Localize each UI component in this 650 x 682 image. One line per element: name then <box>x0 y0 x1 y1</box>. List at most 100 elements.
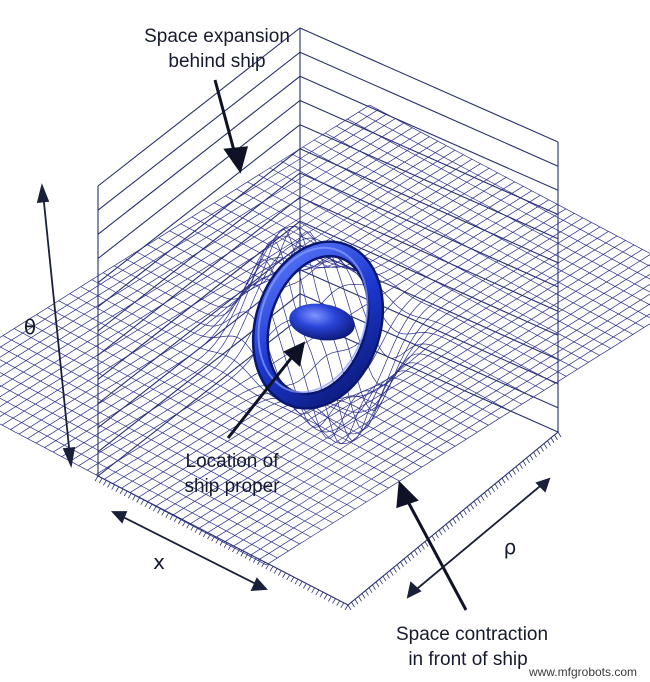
tick-front-left <box>232 546 236 553</box>
arrow-expansion-head <box>223 146 249 174</box>
mesh-line-rho <box>240 293 650 552</box>
warp-ship-icon <box>251 240 385 410</box>
tick-front-right <box>519 463 523 469</box>
mesh-line-rho <box>138 217 583 498</box>
mesh-line-x <box>280 160 622 342</box>
tick-front-left <box>286 574 291 581</box>
tick-front-right <box>438 529 443 536</box>
tick-front-right <box>358 596 362 602</box>
tick-front-right <box>466 506 471 513</box>
mesh-line-x <box>325 132 650 306</box>
tick-front-right <box>550 437 555 443</box>
tick-front-left <box>111 484 116 490</box>
tick-front-left <box>123 490 128 497</box>
mesh-line-x <box>291 153 634 335</box>
tick-front-left <box>273 568 278 574</box>
tick-front-left <box>269 566 274 572</box>
tick-front-right <box>354 599 359 605</box>
wall-grid-line <box>97 293 559 453</box>
tick-front-right <box>452 518 457 524</box>
mesh-line-x <box>369 104 650 254</box>
tick-front-right <box>529 454 534 461</box>
mesh-line-rho <box>172 235 618 516</box>
tick-front-left <box>307 585 311 591</box>
tick-front-right <box>396 564 401 570</box>
mesh-line-rho <box>104 199 549 480</box>
contraction-label-line2: in front of ship <box>408 649 527 670</box>
ship-label-line1: Location of <box>186 451 280 472</box>
tick-front-left <box>140 499 145 505</box>
tick-front-right <box>393 567 397 573</box>
warp-ring-highlight <box>254 242 382 408</box>
mesh-line-x <box>225 195 567 377</box>
arrow-ship-head <box>283 341 306 367</box>
mesh-line-x <box>336 125 650 293</box>
tick-front-left <box>144 501 149 508</box>
warp-ring-shine <box>257 246 369 394</box>
x-axis-line <box>116 513 263 588</box>
annotation-arrows <box>213 79 468 611</box>
mesh-line-rho <box>197 249 643 530</box>
mesh-line-x <box>236 188 578 370</box>
tick-front-right <box>508 472 513 478</box>
tick-front-left <box>127 492 132 499</box>
ship-body <box>289 303 355 341</box>
tick-front-left <box>157 508 161 514</box>
tick-front-right <box>365 590 369 596</box>
tick-front-right <box>505 475 509 481</box>
tick-front-left <box>290 576 295 583</box>
tick-front-right <box>491 486 495 492</box>
mesh-line-x <box>258 174 600 356</box>
tick-front-right <box>379 578 383 585</box>
tick-front-left <box>98 477 103 484</box>
tick-front-right <box>431 535 436 542</box>
theta-axis-head-top <box>36 183 50 204</box>
tick-front-left <box>302 583 307 589</box>
mesh-line-rho <box>206 254 650 534</box>
tick-front-right <box>386 573 390 579</box>
tick-front-left <box>332 598 336 604</box>
tick-front-left <box>282 572 286 578</box>
tick-front-right <box>473 500 478 507</box>
tick-front-right <box>435 532 439 539</box>
tick-front-right <box>547 440 551 446</box>
floor-tick-marks <box>94 431 562 611</box>
tick-front-left <box>252 557 257 563</box>
tick-front-right <box>424 541 429 547</box>
tick-front-right <box>515 466 520 472</box>
tick-front-left <box>236 548 241 555</box>
tick-front-left <box>132 495 136 501</box>
mesh-line-rho <box>180 240 626 521</box>
tick-front-right <box>533 451 537 458</box>
tick-front-left <box>248 555 253 561</box>
tick-front-right <box>400 561 404 567</box>
tick-front-right <box>375 581 380 588</box>
tick-front-left <box>107 482 111 488</box>
mesh-line-rho <box>129 213 575 493</box>
tick-front-right <box>407 555 411 562</box>
tick-front-right <box>522 460 527 467</box>
tick-front-right <box>410 552 415 559</box>
arrow-ship <box>226 351 298 439</box>
mesh-line-x <box>313 139 650 319</box>
tick-front-right <box>449 521 453 527</box>
tick-front-right <box>417 547 422 553</box>
mesh-line-x <box>347 118 650 280</box>
mesh-line-x <box>358 111 650 267</box>
tick-front-right <box>403 558 408 565</box>
wall-grid-line <box>97 99 559 259</box>
mesh-line-rho <box>146 222 592 503</box>
arrow-expansion <box>213 79 238 159</box>
tick-front-left <box>94 475 99 482</box>
tick-front-right <box>494 483 499 490</box>
rho-axis-label: ρ <box>504 535 517 559</box>
tick-front-left <box>265 563 270 570</box>
tick-front-right <box>351 601 355 608</box>
wall-grid-line <box>97 51 559 211</box>
tick-front-right <box>540 446 544 452</box>
tick-front-right <box>368 587 373 593</box>
tick-front-right <box>372 584 376 591</box>
tick-front-right <box>484 492 488 498</box>
tick-front-right <box>526 457 530 464</box>
axis-arrows <box>36 183 551 599</box>
